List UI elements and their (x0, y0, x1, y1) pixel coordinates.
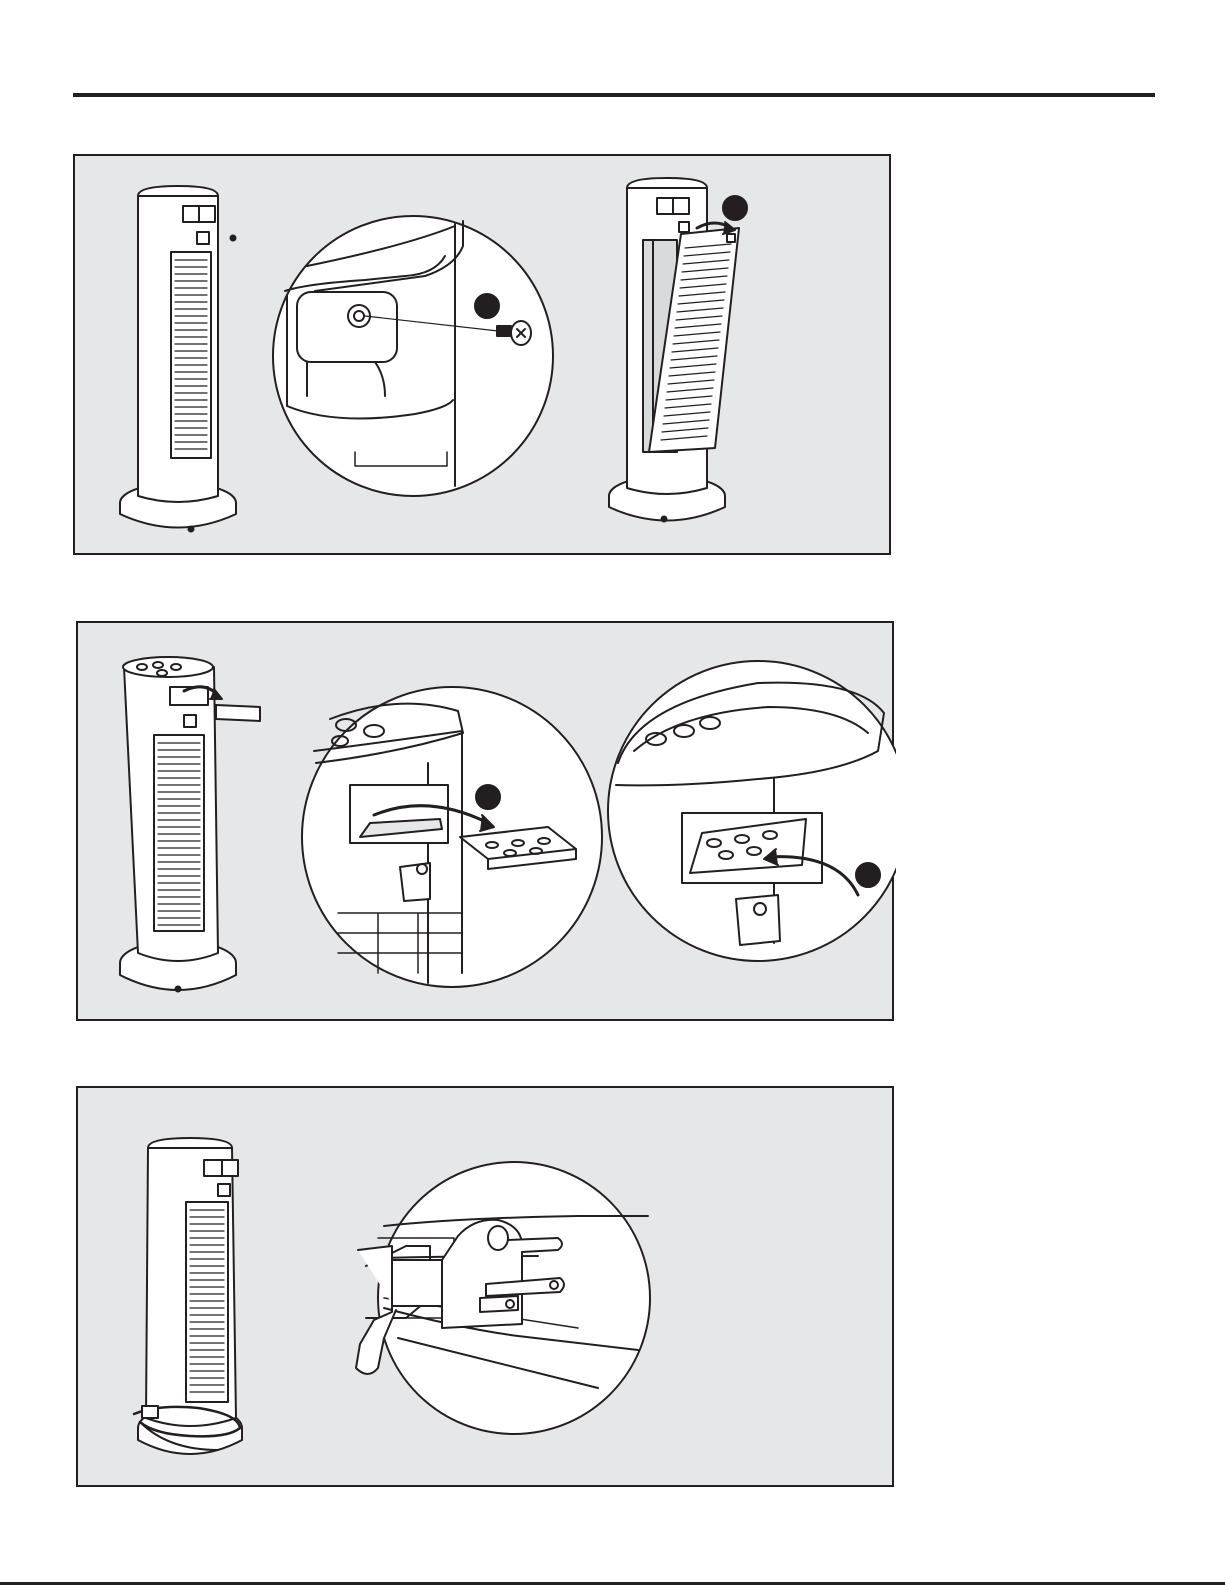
tower-heater-panel-open (609, 178, 747, 522)
cord-clip-icon (392, 1260, 442, 1306)
zoom-remote-insert (302, 687, 602, 987)
header-rule (73, 93, 1155, 97)
plug-icon (142, 1406, 158, 1418)
zoom-remote-stored (608, 661, 896, 961)
zoom-screw-removal (273, 216, 553, 496)
tower-heater-cord-wrap (134, 1138, 242, 1454)
figure-panel-1 (73, 154, 891, 555)
tower-heater-rear (120, 186, 236, 532)
panel-1-illustration (75, 156, 893, 557)
figure-panel-3 (76, 1086, 894, 1487)
panel-2-illustration (78, 623, 896, 1023)
zoom-plug-clip (356, 1162, 650, 1434)
step-marker-4 (856, 863, 880, 887)
step-marker-3 (476, 785, 500, 809)
panel-3-illustration (78, 1088, 896, 1489)
figure-panel-2 (76, 621, 894, 1021)
tower-heater-remote-storage (120, 657, 260, 992)
step-marker-2 (723, 196, 747, 220)
step-marker-1 (475, 294, 499, 318)
